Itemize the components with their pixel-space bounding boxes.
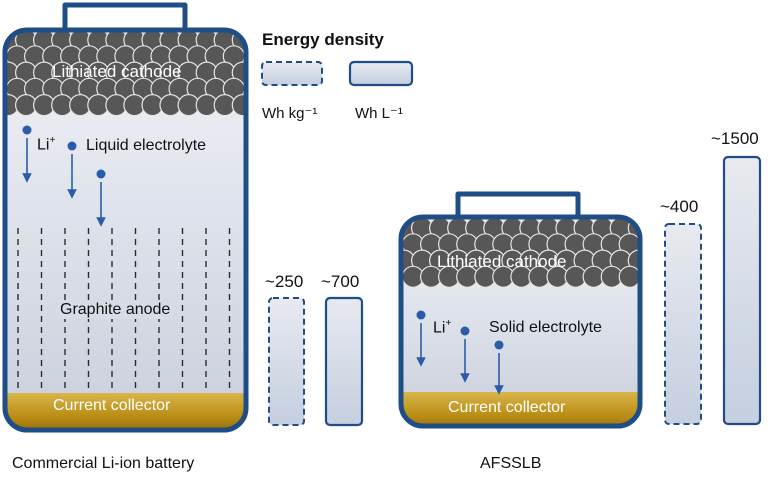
legend-volumetric-label: Wh L⁻¹ (355, 105, 403, 122)
cathode-particle (231, 93, 246, 117)
li-ion-dot (22, 125, 32, 135)
li-ion-charge: + (49, 135, 56, 146)
li-ion-dot (416, 310, 426, 320)
li-ion-dot (96, 169, 106, 179)
afsslb-li-ion-label: Li+ (433, 318, 451, 337)
graphite-anode-label: Graphite anode (57, 301, 174, 319)
commercial-collector-label: Current collector (53, 397, 171, 414)
commercial-cathode-label: Lithiated cathode (52, 62, 182, 81)
afsslb-cell (398, 191, 643, 429)
commercial-cell-cap (62, 2, 188, 30)
afsslb-li-ions (416, 310, 504, 395)
commercial-li-ions (22, 125, 106, 227)
afsslb-caption: AFSSLB (480, 455, 542, 472)
li-ion-text: Li (37, 136, 50, 154)
afsslb-volumetric-bar (722, 155, 762, 426)
commercial-gravimetric-value: ~250 (265, 272, 304, 291)
li-ion-dot (494, 340, 504, 350)
afsslb-gravimetric-value: ~400 (660, 197, 699, 216)
afsslb-cathode-particles (401, 217, 640, 288)
energy-density-bars (268, 155, 762, 427)
commercial-volumetric-bar (324, 296, 364, 427)
commercial-current-collector (5, 393, 246, 430)
afsslb-current-collector (401, 392, 640, 426)
legend-gravimetric-swatch (261, 61, 323, 86)
li-ion-dot (67, 141, 77, 151)
legend (261, 60, 414, 87)
cathode-particle (618, 265, 640, 288)
commercial-volumetric-value: ~700 (321, 272, 360, 291)
liquid-electrolyte-label: Liquid electrolyte (86, 137, 207, 154)
afsslb-collector-label: Current collector (448, 399, 566, 416)
afsslb-cell-cap (455, 191, 581, 217)
li-ion-dot (460, 326, 470, 336)
commercial-caption: Commercial Li-ion battery (12, 455, 195, 472)
commercial-cathode-particles (5, 30, 246, 117)
li-ion-text: Li (433, 319, 446, 337)
legend-gravimetric-label: Wh kg⁻¹ (262, 105, 318, 122)
legend-volumetric-swatch (348, 60, 414, 87)
afsslb-gravimetric-bar (664, 223, 702, 425)
solid-electrolyte-label: Solid electrolyte (489, 319, 602, 336)
li-ion-charge: + (445, 318, 452, 329)
commercial-li-ion-label: Li+ (37, 135, 55, 154)
afsslb-volumetric-value: ~1500 (711, 129, 759, 148)
commercial-cell (2, 2, 249, 433)
commercial-gravimetric-bar (268, 297, 305, 426)
legend-title: Energy density (262, 30, 384, 49)
afsslb-cathode-label: Lithiated cathode (437, 252, 567, 271)
